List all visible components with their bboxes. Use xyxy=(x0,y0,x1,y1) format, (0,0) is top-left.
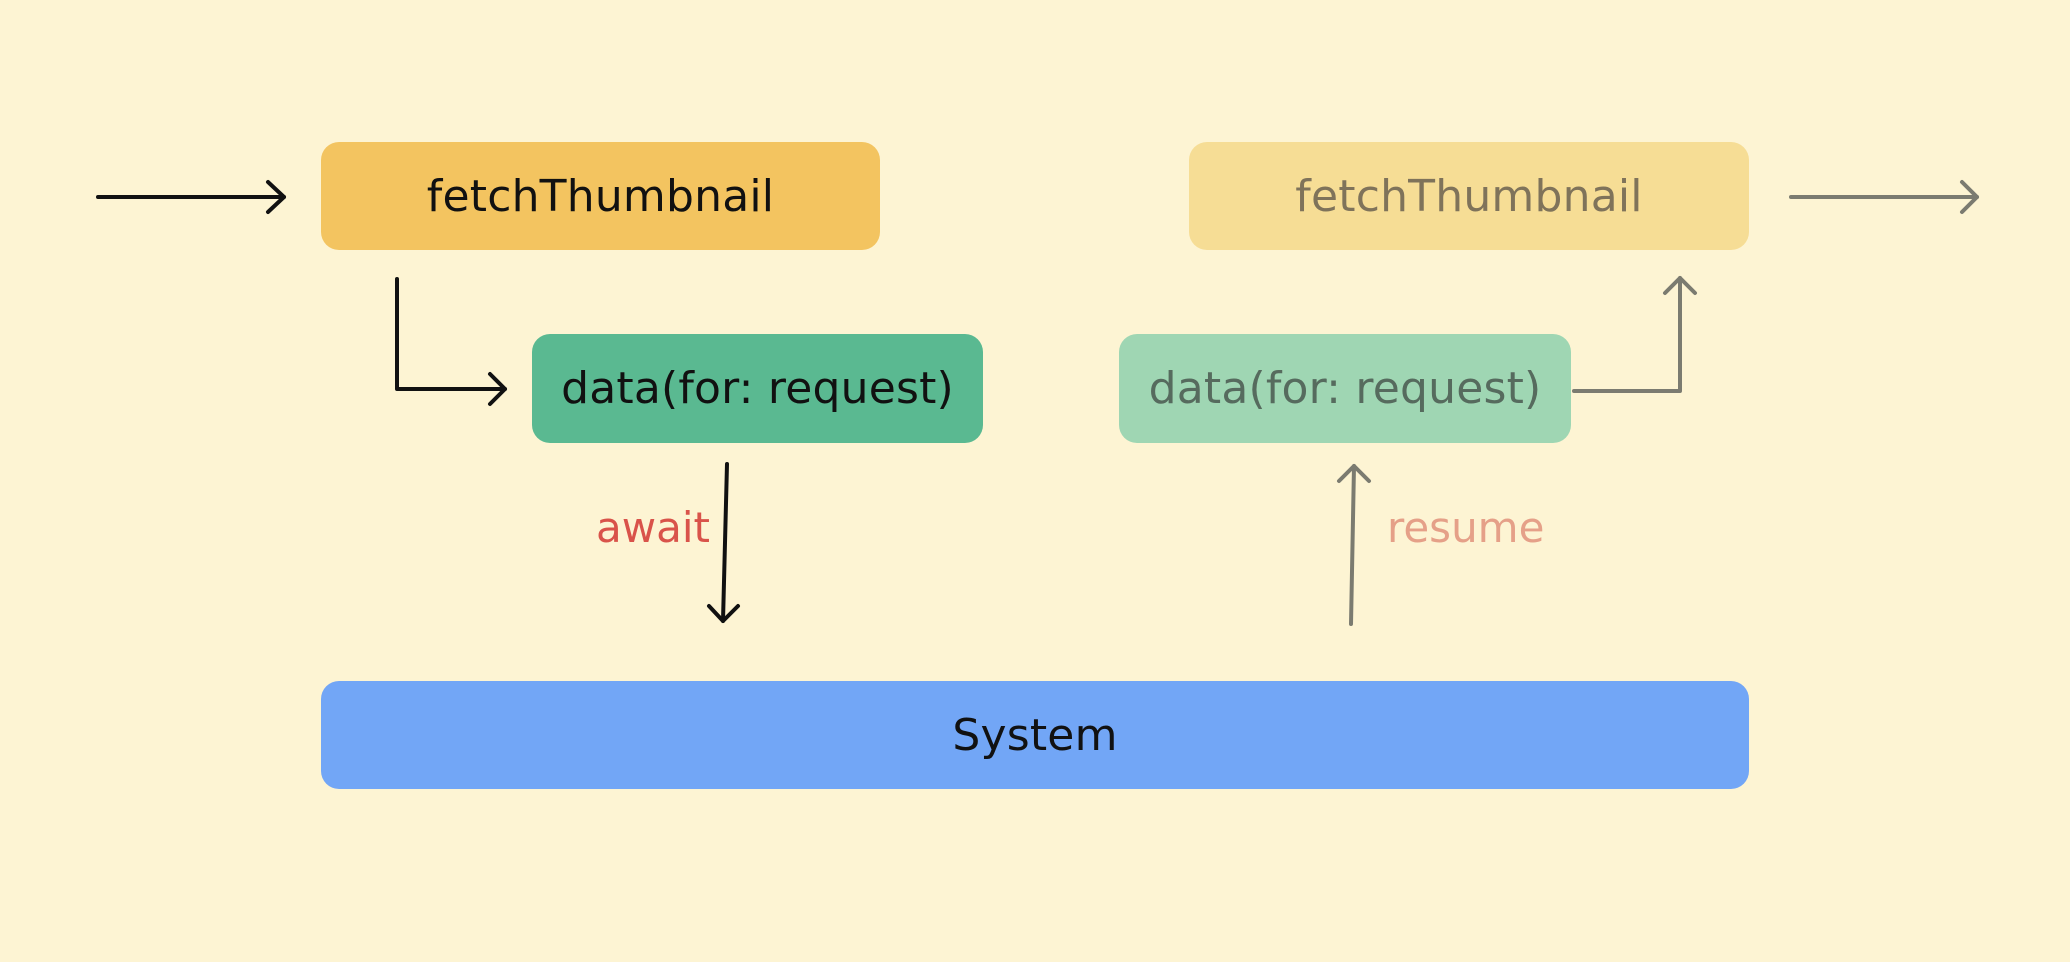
await-label: await xyxy=(596,503,710,552)
return-arrow xyxy=(1572,276,1697,393)
data-request-active-box: data(for: request) xyxy=(532,334,983,443)
fetch-thumbnail-active-label: fetchThumbnail xyxy=(426,170,775,222)
data-request-resumed-label: data(for: request) xyxy=(1148,363,1542,414)
resume-arrow xyxy=(1337,464,1371,626)
await-arrow xyxy=(707,462,740,623)
entry-arrow xyxy=(96,180,286,214)
fetch-thumbnail-active-box: fetchThumbnail xyxy=(321,142,880,250)
system-label: System xyxy=(952,709,1118,761)
resume-label: resume xyxy=(1387,503,1545,552)
data-request-active-label: data(for: request) xyxy=(561,363,954,414)
system-box: System xyxy=(321,681,1749,789)
fetch-thumbnail-resumed-box: fetchThumbnail xyxy=(1189,142,1749,250)
call-arrow xyxy=(395,277,507,406)
fetch-thumbnail-resumed-label: fetchThumbnail xyxy=(1295,170,1643,222)
exit-arrow xyxy=(1789,180,1979,214)
data-request-resumed-box: data(for: request) xyxy=(1119,334,1571,443)
